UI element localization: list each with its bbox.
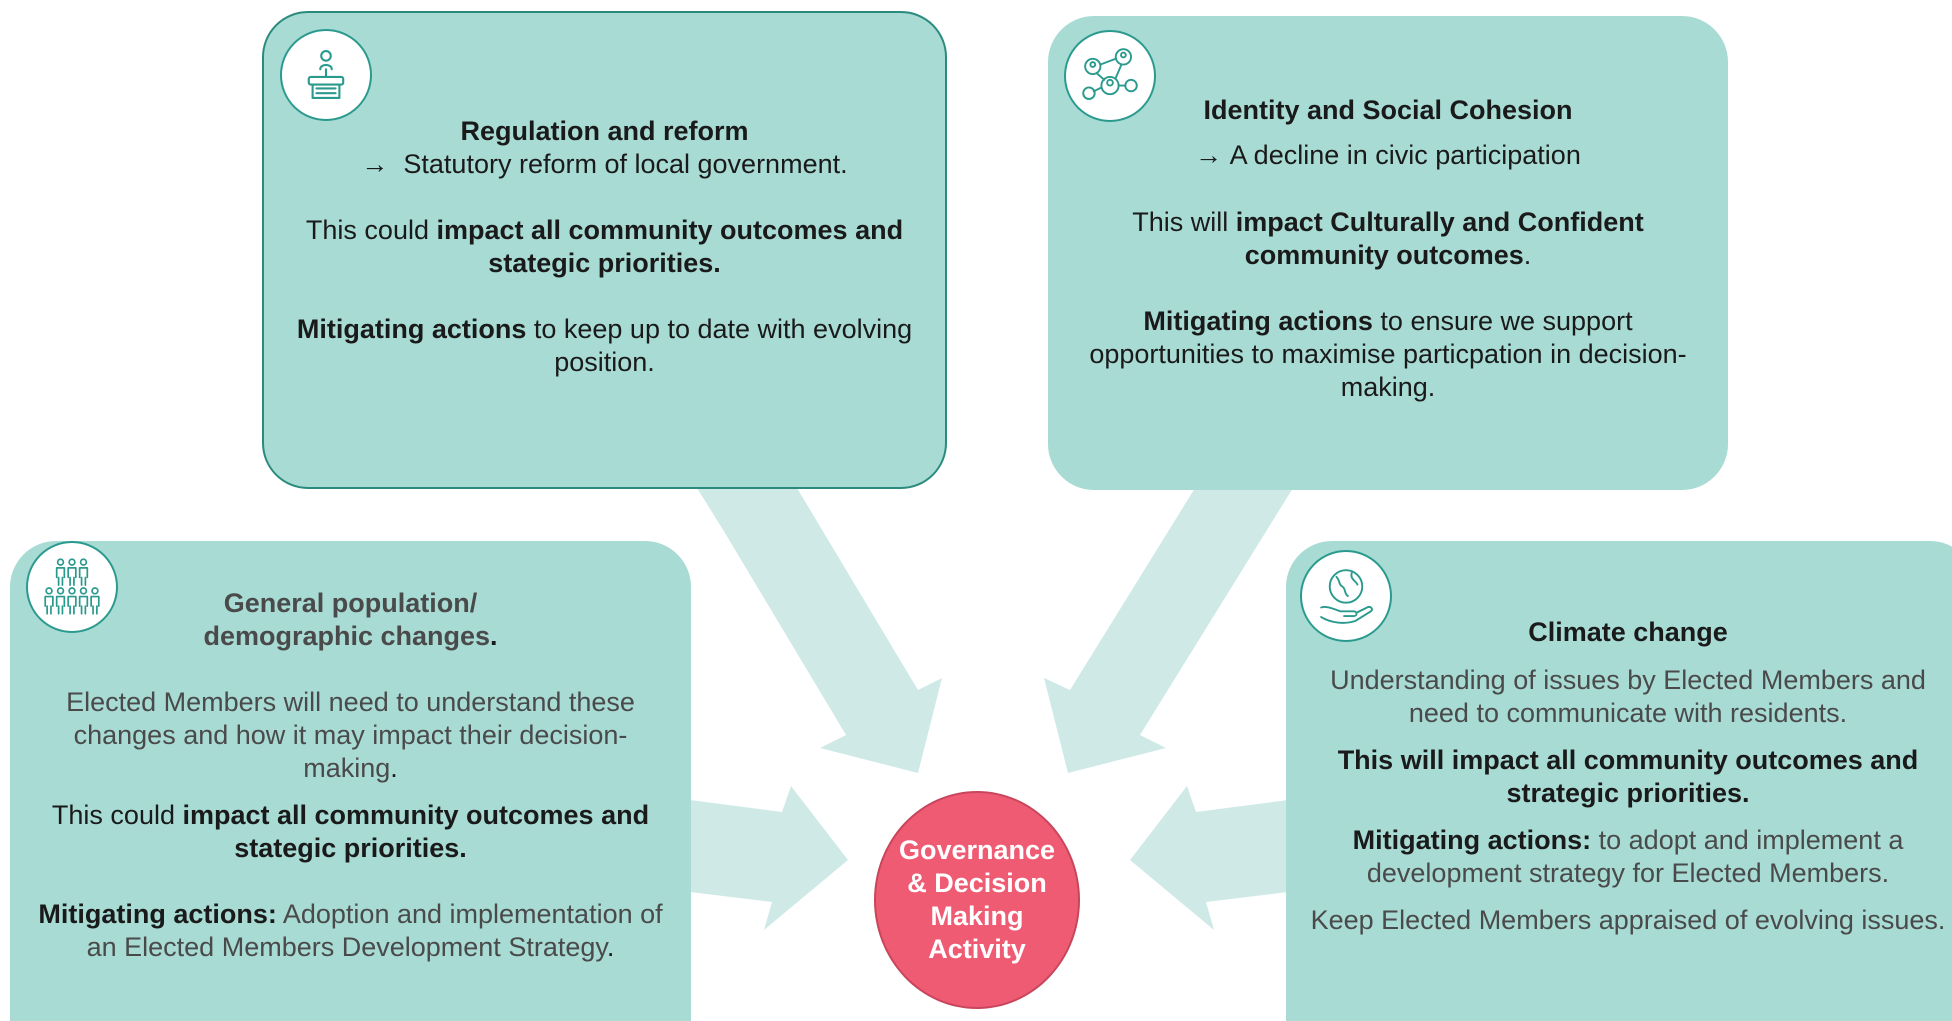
regulation-subtitle: → Statutory reform of local government. — [361, 149, 848, 179]
population-impact: This could impact all community outcomes… — [51, 800, 650, 863]
identity-title: Identity and Social Cohesion — [1203, 95, 1573, 125]
regulation-box: Regulation and reform → Statutory reform… — [262, 11, 947, 489]
population-mitigation: Mitigating actions: Adoption and impleme… — [38, 899, 663, 962]
climate-extra: Keep Elected Members appraised of evolvi… — [1310, 905, 1946, 935]
climate-mitigation: Mitigating actions: to adopt and impleme… — [1352, 825, 1904, 888]
arrow-right-icon: → — [361, 149, 389, 179]
hub-label: Governance & Decision Making Activity — [898, 835, 1056, 964]
climate-box: Climate change Understanding of issues b… — [1286, 541, 1952, 1021]
regulation-impact: This could impact all community outcomes… — [305, 215, 904, 278]
population-body: Elected Members will need to understand … — [66, 687, 635, 783]
arrow-right-icon: → — [1195, 140, 1223, 170]
climate-impact: This will impact all community outcomes … — [1337, 745, 1919, 808]
identity-box: Identity and Social Cohesion → A decline… — [1048, 16, 1728, 490]
network-people-icon — [1064, 30, 1156, 122]
arrow-from-regulation — [697, 488, 942, 773]
regulation-title: Regulation and reform — [460, 116, 749, 146]
arrow-from-identity — [1044, 488, 1293, 773]
arrow-from-population — [690, 786, 848, 930]
identity-impact: This will impact Culturally and Confiden… — [1132, 207, 1644, 270]
regulation-mitigation: Mitigating actions to keep up to date wi… — [296, 314, 913, 377]
identity-mitigation: Mitigating actions to ensure we support … — [1089, 306, 1687, 402]
governance-hub: Governance & Decision Making Activity — [874, 791, 1080, 1009]
population-group-icon — [26, 541, 118, 633]
podium-speaker-icon — [280, 29, 372, 121]
climate-title: Climate change — [1528, 617, 1728, 647]
population-box: General population/ demographic changes.… — [10, 541, 691, 1021]
arrow-from-climate — [1130, 786, 1288, 930]
climate-body: Understanding of issues by Elected Membe… — [1330, 665, 1926, 728]
globe-in-hand-icon — [1300, 550, 1392, 642]
identity-subtitle: → A decline in civic participation — [1195, 140, 1581, 170]
population-title: General population/ demographic changes. — [203, 588, 498, 651]
